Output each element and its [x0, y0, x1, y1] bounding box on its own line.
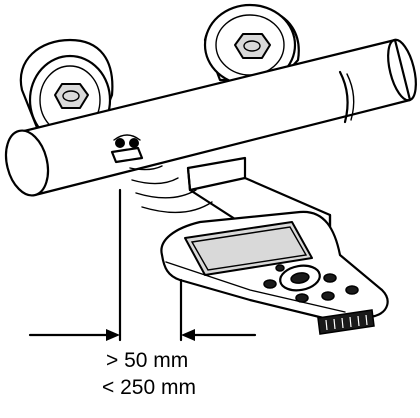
right-handwheel: [203, 3, 300, 87]
distance-min-label: > 50 mm: [106, 349, 188, 372]
distance-dimension: [28, 188, 257, 342]
mixer-body: [4, 38, 417, 197]
sensor-eye-icon: [110, 134, 144, 164]
signal-waves-icon: [129, 165, 213, 214]
distance-max-label: < 250 mm: [102, 376, 196, 399]
remote-control-icon: [160, 210, 389, 335]
